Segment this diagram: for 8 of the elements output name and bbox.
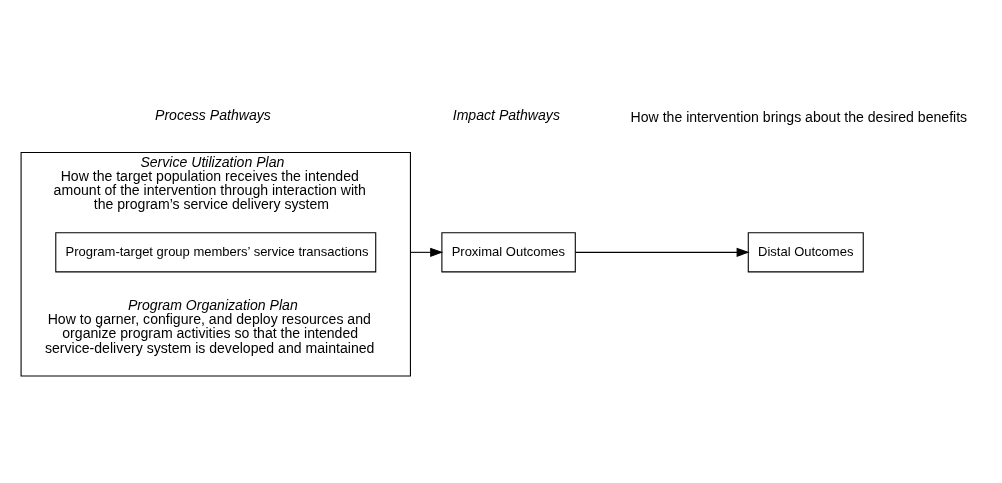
node-box: Program-target group members’ service transactions [55,232,377,273]
label: Process Pathways [155,107,271,124]
label: How the intervention brings about the desired benefits [630,108,968,125]
arrow [574,247,750,257]
arrow [409,247,444,257]
label: Impact Pathways [452,107,560,124]
node-box: Distal Outcomes [747,232,864,273]
node-box: Proximal Outcomes [441,232,576,273]
